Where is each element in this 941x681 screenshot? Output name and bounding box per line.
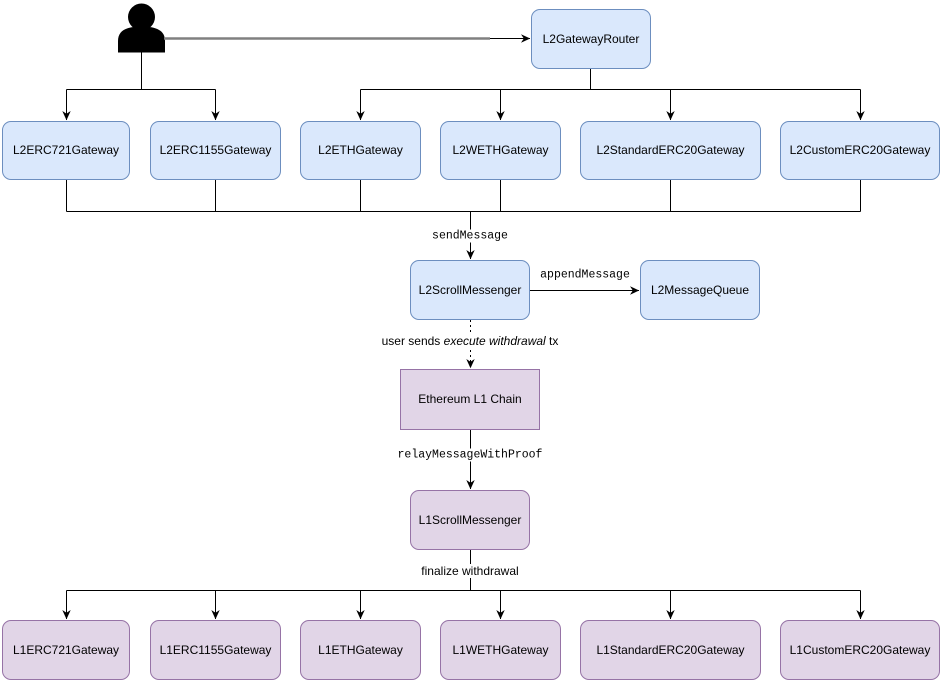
edge-label-user-sends-prefix: user sends <box>381 334 444 348</box>
node-l1-weth-gateway: L1WETHGateway <box>440 620 561 680</box>
node-l2-standard-erc20-gateway: L2StandardERC20Gateway <box>580 121 761 180</box>
edge-label-send-message: sendMessage <box>430 229 510 243</box>
edge-label-user-sends-tx: user sends execute withdrawal tx <box>379 334 561 348</box>
node-l2-eth-gateway: L2ETHGateway <box>300 121 421 180</box>
node-l1-scroll-messenger: L1ScrollMessenger <box>410 490 530 550</box>
edge-label-finalize-withdrawal: finalize withdrawal <box>419 564 521 578</box>
edge-label-append-message: appendMessage <box>538 268 632 282</box>
node-l2-erc1155-gateway: L2ERC1155Gateway <box>150 121 281 180</box>
node-l1-eth-gateway: L1ETHGateway <box>300 620 421 680</box>
node-ethereum-l1-chain: Ethereum L1 Chain <box>400 369 540 430</box>
node-l2-weth-gateway: L2WETHGateway <box>440 121 561 180</box>
user-actor-icon <box>118 3 165 53</box>
node-l2-scroll-messenger: L2ScrollMessenger <box>410 260 530 320</box>
edge-label-relay-message-with-proof: relayMessageWithProof <box>395 448 545 462</box>
node-l1-erc1155-gateway: L1ERC1155Gateway <box>150 620 281 680</box>
node-l2-gateway-router: L2GatewayRouter <box>531 9 651 69</box>
node-l1-erc721-gateway: L1ERC721Gateway <box>2 620 130 680</box>
node-l2-custom-erc20-gateway: L2CustomERC20Gateway <box>780 121 940 180</box>
edge-label-user-sends-suffix: tx <box>545 334 559 348</box>
node-l1-standard-erc20-gateway: L1StandardERC20Gateway <box>580 620 761 680</box>
node-l1-custom-erc20-gateway: L1CustomERC20Gateway <box>780 620 940 680</box>
node-l2-message-queue: L2MessageQueue <box>640 260 760 320</box>
node-l2-erc721-gateway: L2ERC721Gateway <box>2 121 130 180</box>
edge-label-user-sends-italic: execute withdrawal <box>443 334 546 348</box>
